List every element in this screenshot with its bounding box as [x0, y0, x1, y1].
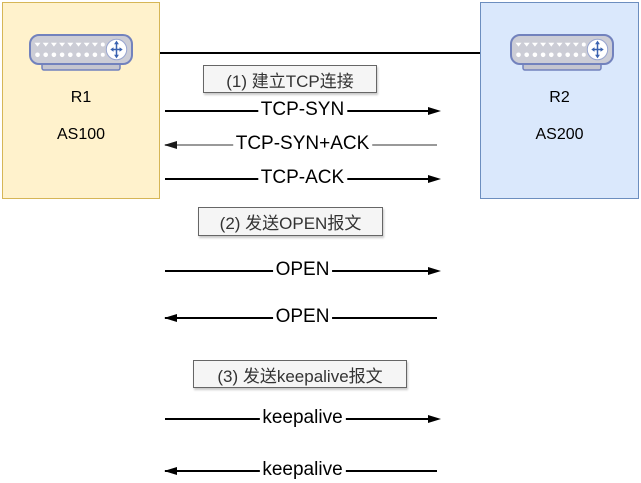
message-label: TCP-SYN — [257, 99, 348, 122]
arrowhead-left-icon — [164, 141, 177, 149]
phase-label-send-keepalive: (3) 发送keepalive报文 — [193, 360, 407, 388]
message-tcp-syn-ack: TCP-SYN+ACK — [164, 132, 440, 158]
router-icon — [510, 34, 614, 71]
arrowhead-right-icon — [428, 175, 441, 183]
arrowhead-right-icon — [428, 267, 441, 275]
phase-label-send-open: (2) 发送OPEN报文 — [198, 207, 383, 236]
arrowhead-left-icon — [164, 467, 177, 475]
message-label: OPEN — [272, 306, 333, 329]
message-tcp-syn: TCP-SYN — [165, 98, 441, 124]
node-r1: R1 AS100 — [2, 2, 160, 199]
node-r2: R2 AS200 — [480, 2, 639, 199]
message-keepalive-back: keepalive — [164, 458, 440, 483]
message-open-back: OPEN — [164, 305, 440, 331]
message-tcp-ack: TCP-ACK — [165, 166, 441, 192]
phase-label-establish-tcp: (1) 建立TCP连接 — [203, 65, 377, 93]
arrowhead-right-icon — [428, 415, 441, 423]
r1-r2-link-line — [131, 52, 512, 54]
message-open-forward: OPEN — [165, 258, 441, 284]
message-label: TCP-ACK — [257, 167, 348, 190]
router-icon — [29, 34, 133, 71]
node-r2-name: R2 — [549, 89, 570, 106]
message-label: OPEN — [272, 259, 333, 282]
message-label: keepalive — [259, 407, 346, 430]
message-label: TCP-SYN+ACK — [232, 133, 373, 156]
node-r1-name: R1 — [70, 89, 92, 106]
message-label: keepalive — [259, 459, 346, 482]
node-r2-as: AS200 — [535, 126, 584, 143]
arrowhead-left-icon — [164, 314, 177, 322]
message-keepalive-forward: keepalive — [165, 406, 441, 432]
node-r1-as: AS100 — [56, 126, 106, 143]
arrowhead-right-icon — [428, 107, 441, 115]
